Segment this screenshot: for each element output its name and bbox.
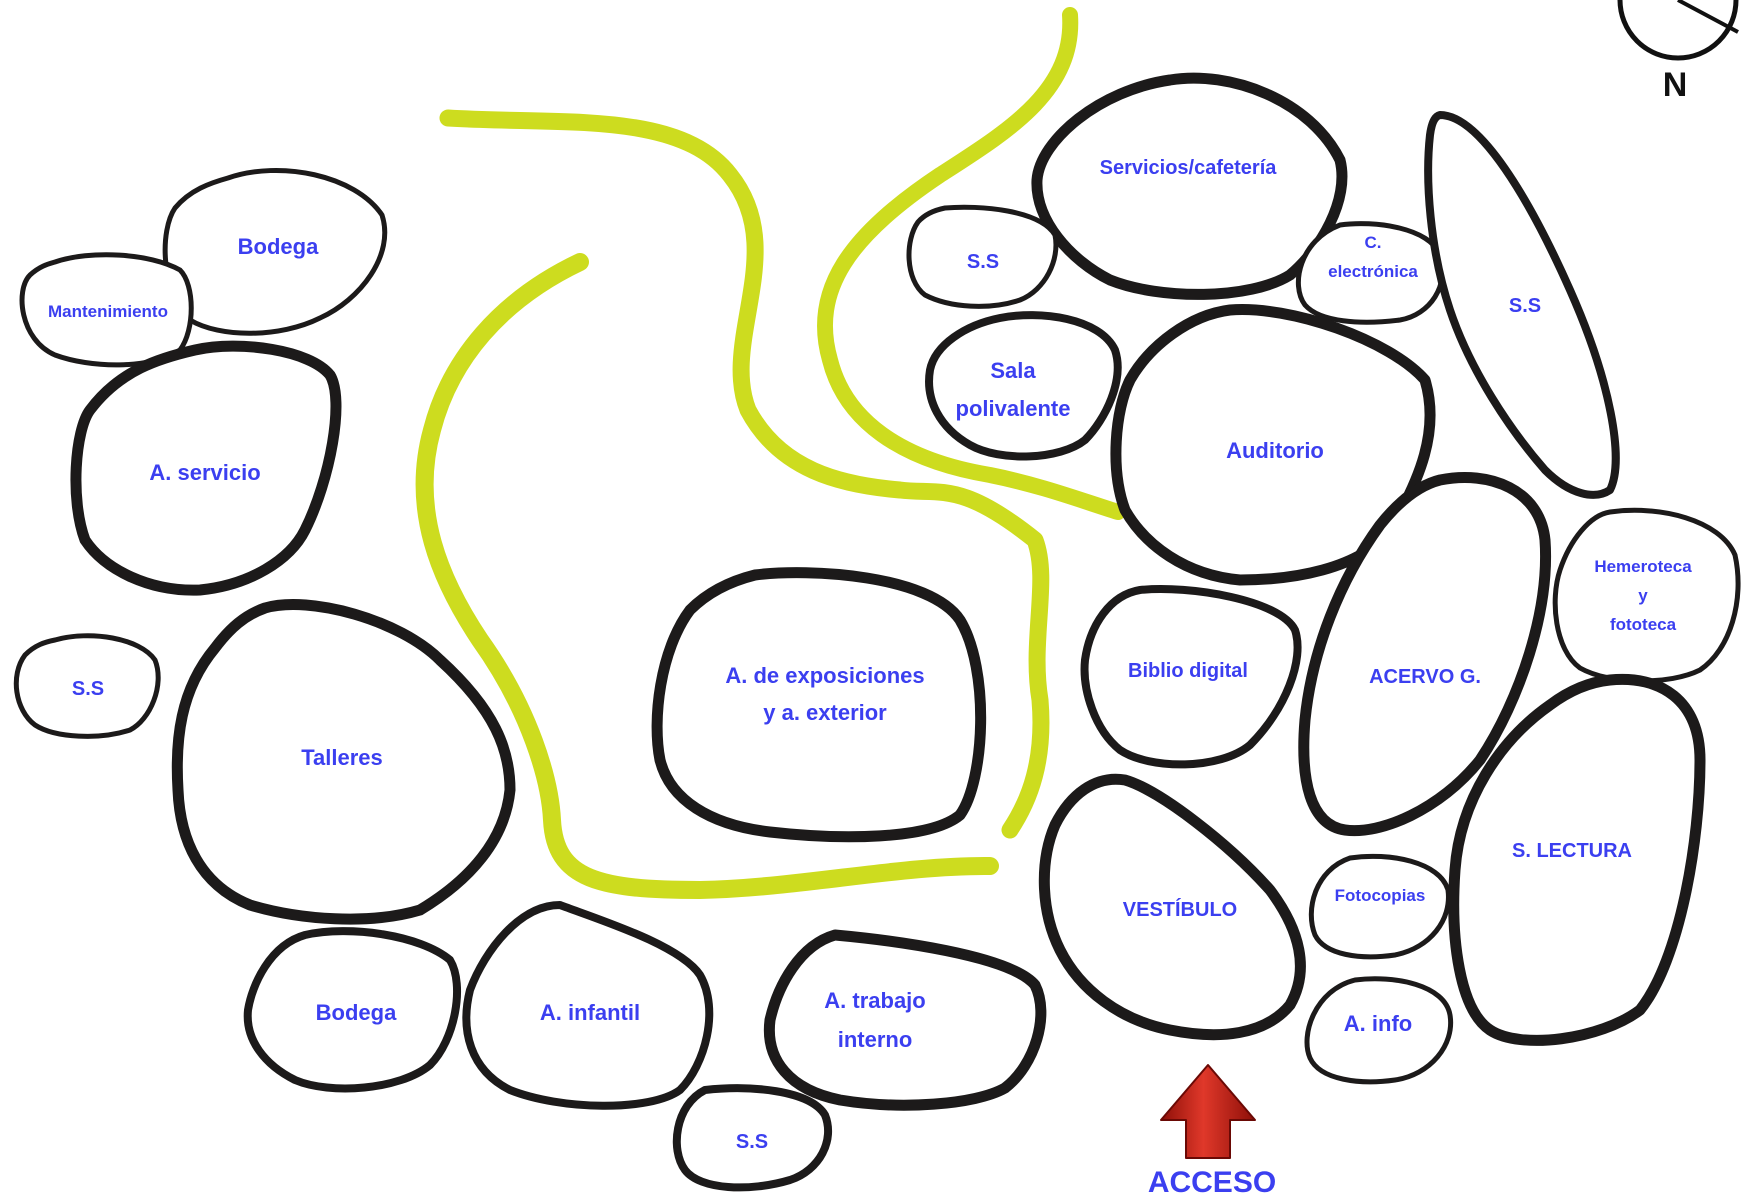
zone-sala-polivalente[interactable] <box>925 311 1122 461</box>
zone-acervo-g[interactable] <box>1298 472 1552 837</box>
zone-biblio-digital[interactable] <box>1080 585 1302 769</box>
zone-labels: Bodega Mantenimiento A. servicio S.S Tal… <box>48 157 1692 1153</box>
label-ss-left: S.S <box>72 678 104 700</box>
zone-hemeroteca[interactable] <box>1552 507 1741 684</box>
label-bodega-bottom: Bodega <box>316 1000 397 1025</box>
circulation-paths <box>415 7 1126 899</box>
zone-ss-left[interactable] <box>13 633 161 739</box>
label-fotocopias: Fotocopias <box>1335 886 1426 905</box>
zone-bodega-top[interactable] <box>162 167 388 336</box>
zone-a-trabajo-interno[interactable] <box>763 929 1047 1111</box>
zones <box>13 72 1741 1192</box>
entrance-label: ACCESO <box>1148 1166 1276 1198</box>
label-a-trabajo-line2: interno <box>838 1027 913 1052</box>
zone-bodega-bottom[interactable] <box>243 927 461 1093</box>
zone-fotocopias[interactable] <box>1308 853 1451 960</box>
label-servicios-cafeteria: Servicios/cafetería <box>1100 157 1278 179</box>
label-ss-bottom: S.S <box>736 1131 768 1153</box>
label-exposiciones-line2: y a. exterior <box>763 700 887 725</box>
label-acervo-g: ACERVO G. <box>1369 666 1481 688</box>
label-mantenimiento: Mantenimiento <box>48 302 168 321</box>
entrance-arrow-icon <box>1160 1064 1256 1159</box>
label-sala-polivalente-line2: polivalente <box>956 396 1071 421</box>
circulation-path-outer <box>439 109 1050 839</box>
label-vestibulo: VESTÍBULO <box>1123 898 1237 921</box>
zone-talleres[interactable] <box>171 599 516 925</box>
label-biblio-digital: Biblio digital <box>1128 660 1248 682</box>
compass-circle-icon <box>1617 0 1739 61</box>
zone-ss-top-middle[interactable] <box>906 204 1059 309</box>
zone-vestibulo[interactable] <box>1038 773 1306 1041</box>
zone-c-electronica[interactable] <box>1295 221 1446 325</box>
north-compass: N <box>1617 0 1739 104</box>
circulation-path-inner <box>415 253 999 899</box>
label-ss-right-tall: S.S <box>1509 295 1541 317</box>
label-sala-polivalente-line1: Sala <box>990 358 1036 383</box>
compass-needle-icon <box>1677 0 1739 34</box>
label-bodega-top: Bodega <box>238 234 319 259</box>
label-talleres: Talleres <box>301 745 383 770</box>
label-c-electronica-line1: C. <box>1365 233 1382 252</box>
zone-s-lectura[interactable] <box>1448 673 1706 1046</box>
label-c-electronica-line2: electrónica <box>1328 262 1418 281</box>
label-s-lectura: S. LECTURA <box>1512 840 1632 862</box>
label-a-servicio: A. servicio <box>149 460 260 485</box>
zone-a-servicio[interactable] <box>70 340 342 596</box>
zone-a-info[interactable] <box>1304 976 1454 1085</box>
zone-a-infantil[interactable] <box>462 901 714 1110</box>
label-hemeroteca-line1: Hemeroteca <box>1594 557 1692 576</box>
compass-north-label: N <box>1663 66 1688 104</box>
zone-auditorio[interactable] <box>1110 304 1436 586</box>
label-hemeroteca-line3: fototeca <box>1610 615 1677 634</box>
label-ss-top-middle: S.S <box>967 251 999 273</box>
zone-mantenimiento[interactable] <box>19 252 194 368</box>
label-a-info: A. info <box>1344 1011 1412 1036</box>
label-auditorio: Auditorio <box>1226 438 1324 463</box>
zone-a-exposiciones[interactable] <box>651 567 987 843</box>
zone-ss-right-tall[interactable] <box>1424 111 1620 499</box>
label-exposiciones-line1: A. de exposiciones <box>725 663 924 688</box>
label-a-infantil: A. infantil <box>540 1000 640 1025</box>
entrance-marker[interactable]: ACCESO <box>1148 1064 1276 1198</box>
zone-ss-bottom[interactable] <box>672 1084 833 1192</box>
label-hemeroteca-line2: y <box>1638 586 1648 605</box>
zone-servicios-cafeteria[interactable] <box>1031 72 1348 300</box>
circulation-path-upper <box>817 7 1126 520</box>
label-a-trabajo-line1: A. trabajo <box>824 988 925 1013</box>
